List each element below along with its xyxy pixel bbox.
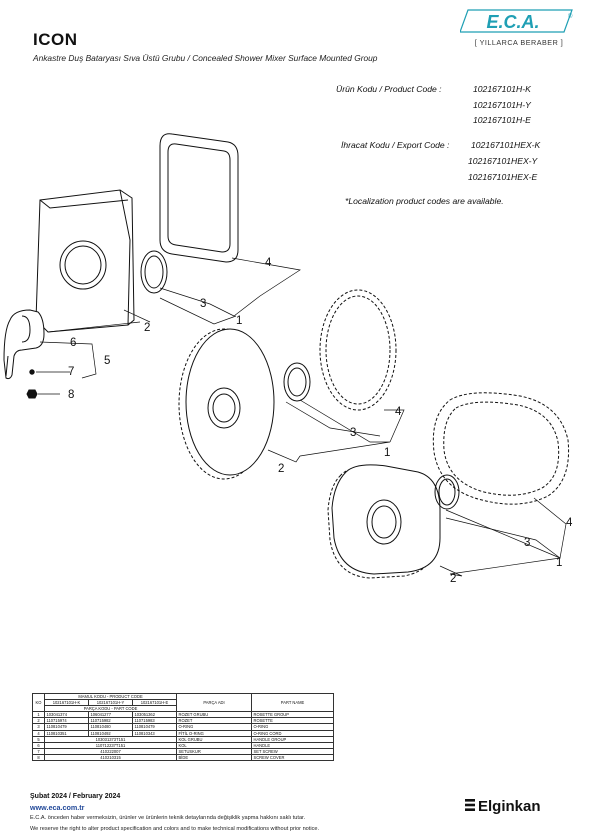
rosette-square (35, 189, 135, 333)
callout-6: 6 (70, 337, 76, 349)
header-col-3: 102167101H-E (132, 699, 177, 707)
table-row: 3 110810479 110810480 110810479 O-RING O… (32, 723, 334, 731)
cord-ring-round (319, 289, 397, 411)
row-ko: 8 (32, 753, 45, 762)
callout-1-bottom: 1 (556, 557, 562, 569)
handle-drawing (3, 309, 45, 380)
callout-3-top: 3 (200, 298, 206, 310)
row-name: BİDE (176, 753, 252, 762)
export-code-3: 102167101HEX-E (468, 172, 538, 182)
callout-3-middle: 3 (350, 427, 356, 439)
table-row: 4 110810351 110810492 110810343 FİTİL O-… (32, 729, 334, 737)
product-code-label: Ürün Kodu / Product Code : (336, 84, 442, 94)
logo-brand: E.C.A. (486, 12, 539, 32)
callout-4-middle: 4 (395, 406, 402, 418)
callout-2-top: 2 (144, 322, 150, 334)
rosette-round (178, 328, 275, 480)
logo-slogan: [ YILLARCA BERABER ] (475, 38, 564, 47)
rosette-oval (327, 464, 441, 579)
product-code-1: 102167101H-K (473, 84, 531, 94)
callout-3-bottom: 3 (524, 537, 530, 549)
localization-note: *Localization product codes are availabl… (345, 196, 504, 206)
product-code-3: 102167101H-E (473, 115, 531, 125)
o-ring-small-middle (283, 362, 311, 402)
header-part-name-tr: PARÇA ADI (176, 692, 252, 713)
page-title: ICON (33, 30, 78, 49)
export-code-label: İhracat Kodu / Export Code : (341, 140, 450, 150)
publish-date: Şubat 2024 / February 2024 (30, 793, 121, 800)
eca-logo: E.C.A. ® [ YILLARCA BERABER ] (460, 9, 573, 47)
callout-8: 8 (68, 389, 74, 401)
callout-5: 5 (104, 355, 110, 367)
callout-4-top: 4 (265, 257, 272, 269)
cord-ring-square (159, 133, 239, 263)
callout-2-middle: 2 (278, 463, 284, 475)
export-code-1: 102167101HEX-K (471, 140, 541, 150)
o-ring-small-bottom (434, 474, 460, 510)
header-part-code: PARÇA KODU - PART CODE (44, 705, 177, 713)
page-subtitle: Ankastre Duş Bataryası Sıva Üstü Grubu /… (33, 53, 378, 63)
screw-cover-drawing (26, 389, 38, 399)
elginkan-logo: Elginkan (465, 798, 541, 814)
table-row: 2 110715974 110715982 110715983 ROZET RO… (32, 717, 334, 725)
website-link[interactable]: www.eca.com.tr (30, 803, 85, 812)
callout-4-bottom: 4 (566, 517, 573, 529)
product-code-2: 102167101H-Y (473, 100, 531, 110)
callout-7: 7 (68, 366, 74, 378)
set-screw-drawing (29, 369, 35, 375)
callout-1-top: 1 (236, 315, 242, 327)
table-row: 7 410222007 SETUSKUR SET SCREW (32, 747, 334, 755)
disclaimer-en: We reserve the right to alter product sp… (30, 826, 320, 832)
logo-registered: ® (568, 13, 573, 20)
header-part-name-en: PART NAME (251, 692, 334, 713)
exploded-diagram: 4 3 1 2 6 5 7 8 4 3 1 2 4 3 1 2 (3, 133, 573, 585)
o-ring-small-top (140, 250, 168, 294)
callout-1-middle: 1 (384, 447, 390, 459)
disclaimer-tr: E.C.A. önceden haber vermeksizin, ürünle… (30, 815, 306, 821)
header-ko: KO (32, 692, 45, 713)
elginkan-text: Elginkan (478, 798, 541, 814)
row-code: 410210315 (44, 753, 177, 762)
table-row: 8 410210315 BİDE SCREW COVER (32, 753, 334, 762)
callout-2-bottom: 2 (450, 573, 456, 585)
row-part: SCREW COVER (251, 753, 334, 762)
cord-ring-oval (432, 392, 570, 505)
parts-table: KO MAMUL KODU - PRODUCT CODE PARÇA ADI P… (32, 692, 334, 762)
export-code-2: 102167101HEX-Y (468, 156, 538, 166)
elginkan-mark-icon (465, 799, 475, 811)
